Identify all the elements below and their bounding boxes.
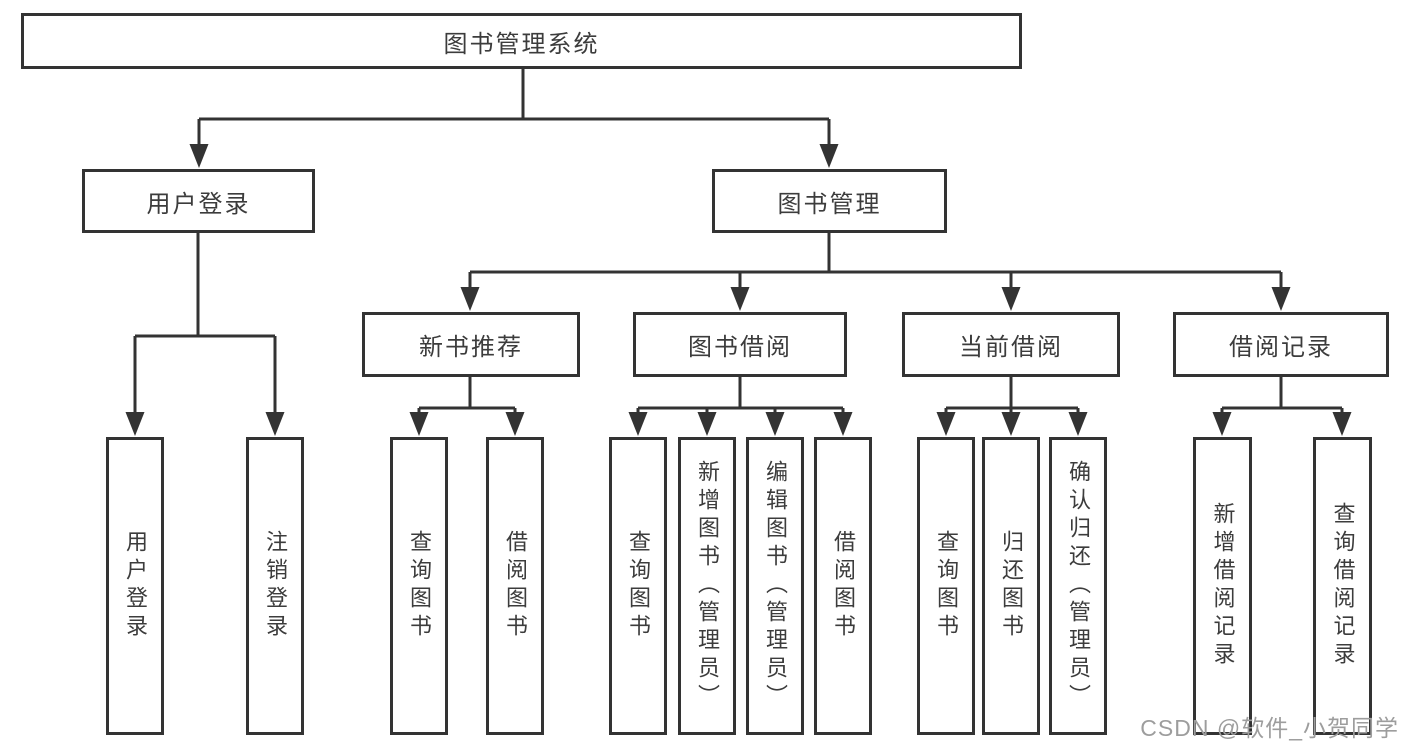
leaf-user-login: 用户登录 — [106, 437, 164, 735]
leaf-logout: 注销登录 — [246, 437, 304, 735]
arrow-down-icon — [730, 287, 750, 311]
node-borrowing-records: 借阅记录 — [1173, 312, 1389, 377]
leaf-recommend-borrow-books: 借阅图书 — [486, 437, 544, 735]
arrow-down-icon — [409, 412, 429, 436]
arrow-down-icon — [936, 412, 956, 436]
arrow-down-icon — [833, 412, 853, 436]
node-user-login: 用户登录 — [82, 169, 315, 233]
leaf-recommend-query-books: 查询图书 — [390, 437, 448, 735]
leaf-records-add-record: 新增借阅记录 — [1193, 437, 1252, 735]
arrow-down-icon — [125, 412, 145, 436]
arrow-down-icon — [189, 144, 209, 168]
arrow-down-icon — [1271, 287, 1291, 311]
node-root-system: 图书管理系统 — [21, 13, 1022, 69]
leaf-records-query-record: 查询借阅记录 — [1313, 437, 1372, 735]
arrow-down-icon — [819, 144, 839, 168]
connector-arrowheads — [125, 144, 1352, 436]
arrow-down-icon — [1068, 412, 1088, 436]
arrow-down-icon — [1212, 412, 1232, 436]
node-new-book-recommend: 新书推荐 — [362, 312, 580, 377]
arrow-down-icon — [1332, 412, 1352, 436]
node-book-borrowing: 图书借阅 — [633, 312, 847, 377]
node-book-management: 图书管理 — [712, 169, 947, 233]
arrow-down-icon — [505, 412, 525, 436]
leaf-borrowing-borrow-books: 借阅图书 — [814, 437, 872, 735]
leaf-borrowing-edit-books-admin: 编辑图书（管理员） — [746, 437, 804, 735]
arrow-down-icon — [460, 287, 480, 311]
leaf-current-return-books: 归还图书 — [982, 437, 1040, 735]
leaf-borrowing-query-books: 查询图书 — [609, 437, 667, 735]
arrow-down-icon — [265, 412, 285, 436]
csdn-watermark: CSDN @软件_小贺同学 — [1140, 715, 1399, 741]
connector-segments — [133, 69, 1344, 420]
arrow-down-icon — [1001, 287, 1021, 311]
leaf-borrowing-add-books-admin: 新增图书（管理员） — [678, 437, 736, 735]
arrow-down-icon — [628, 412, 648, 436]
arrow-down-icon — [765, 412, 785, 436]
leaf-current-confirm-return-admin: 确认归还（管理员） — [1049, 437, 1107, 735]
leaf-current-query-books: 查询图书 — [917, 437, 975, 735]
node-current-borrowing: 当前借阅 — [902, 312, 1120, 377]
arrow-down-icon — [1001, 412, 1021, 436]
arrow-down-icon — [697, 412, 717, 436]
